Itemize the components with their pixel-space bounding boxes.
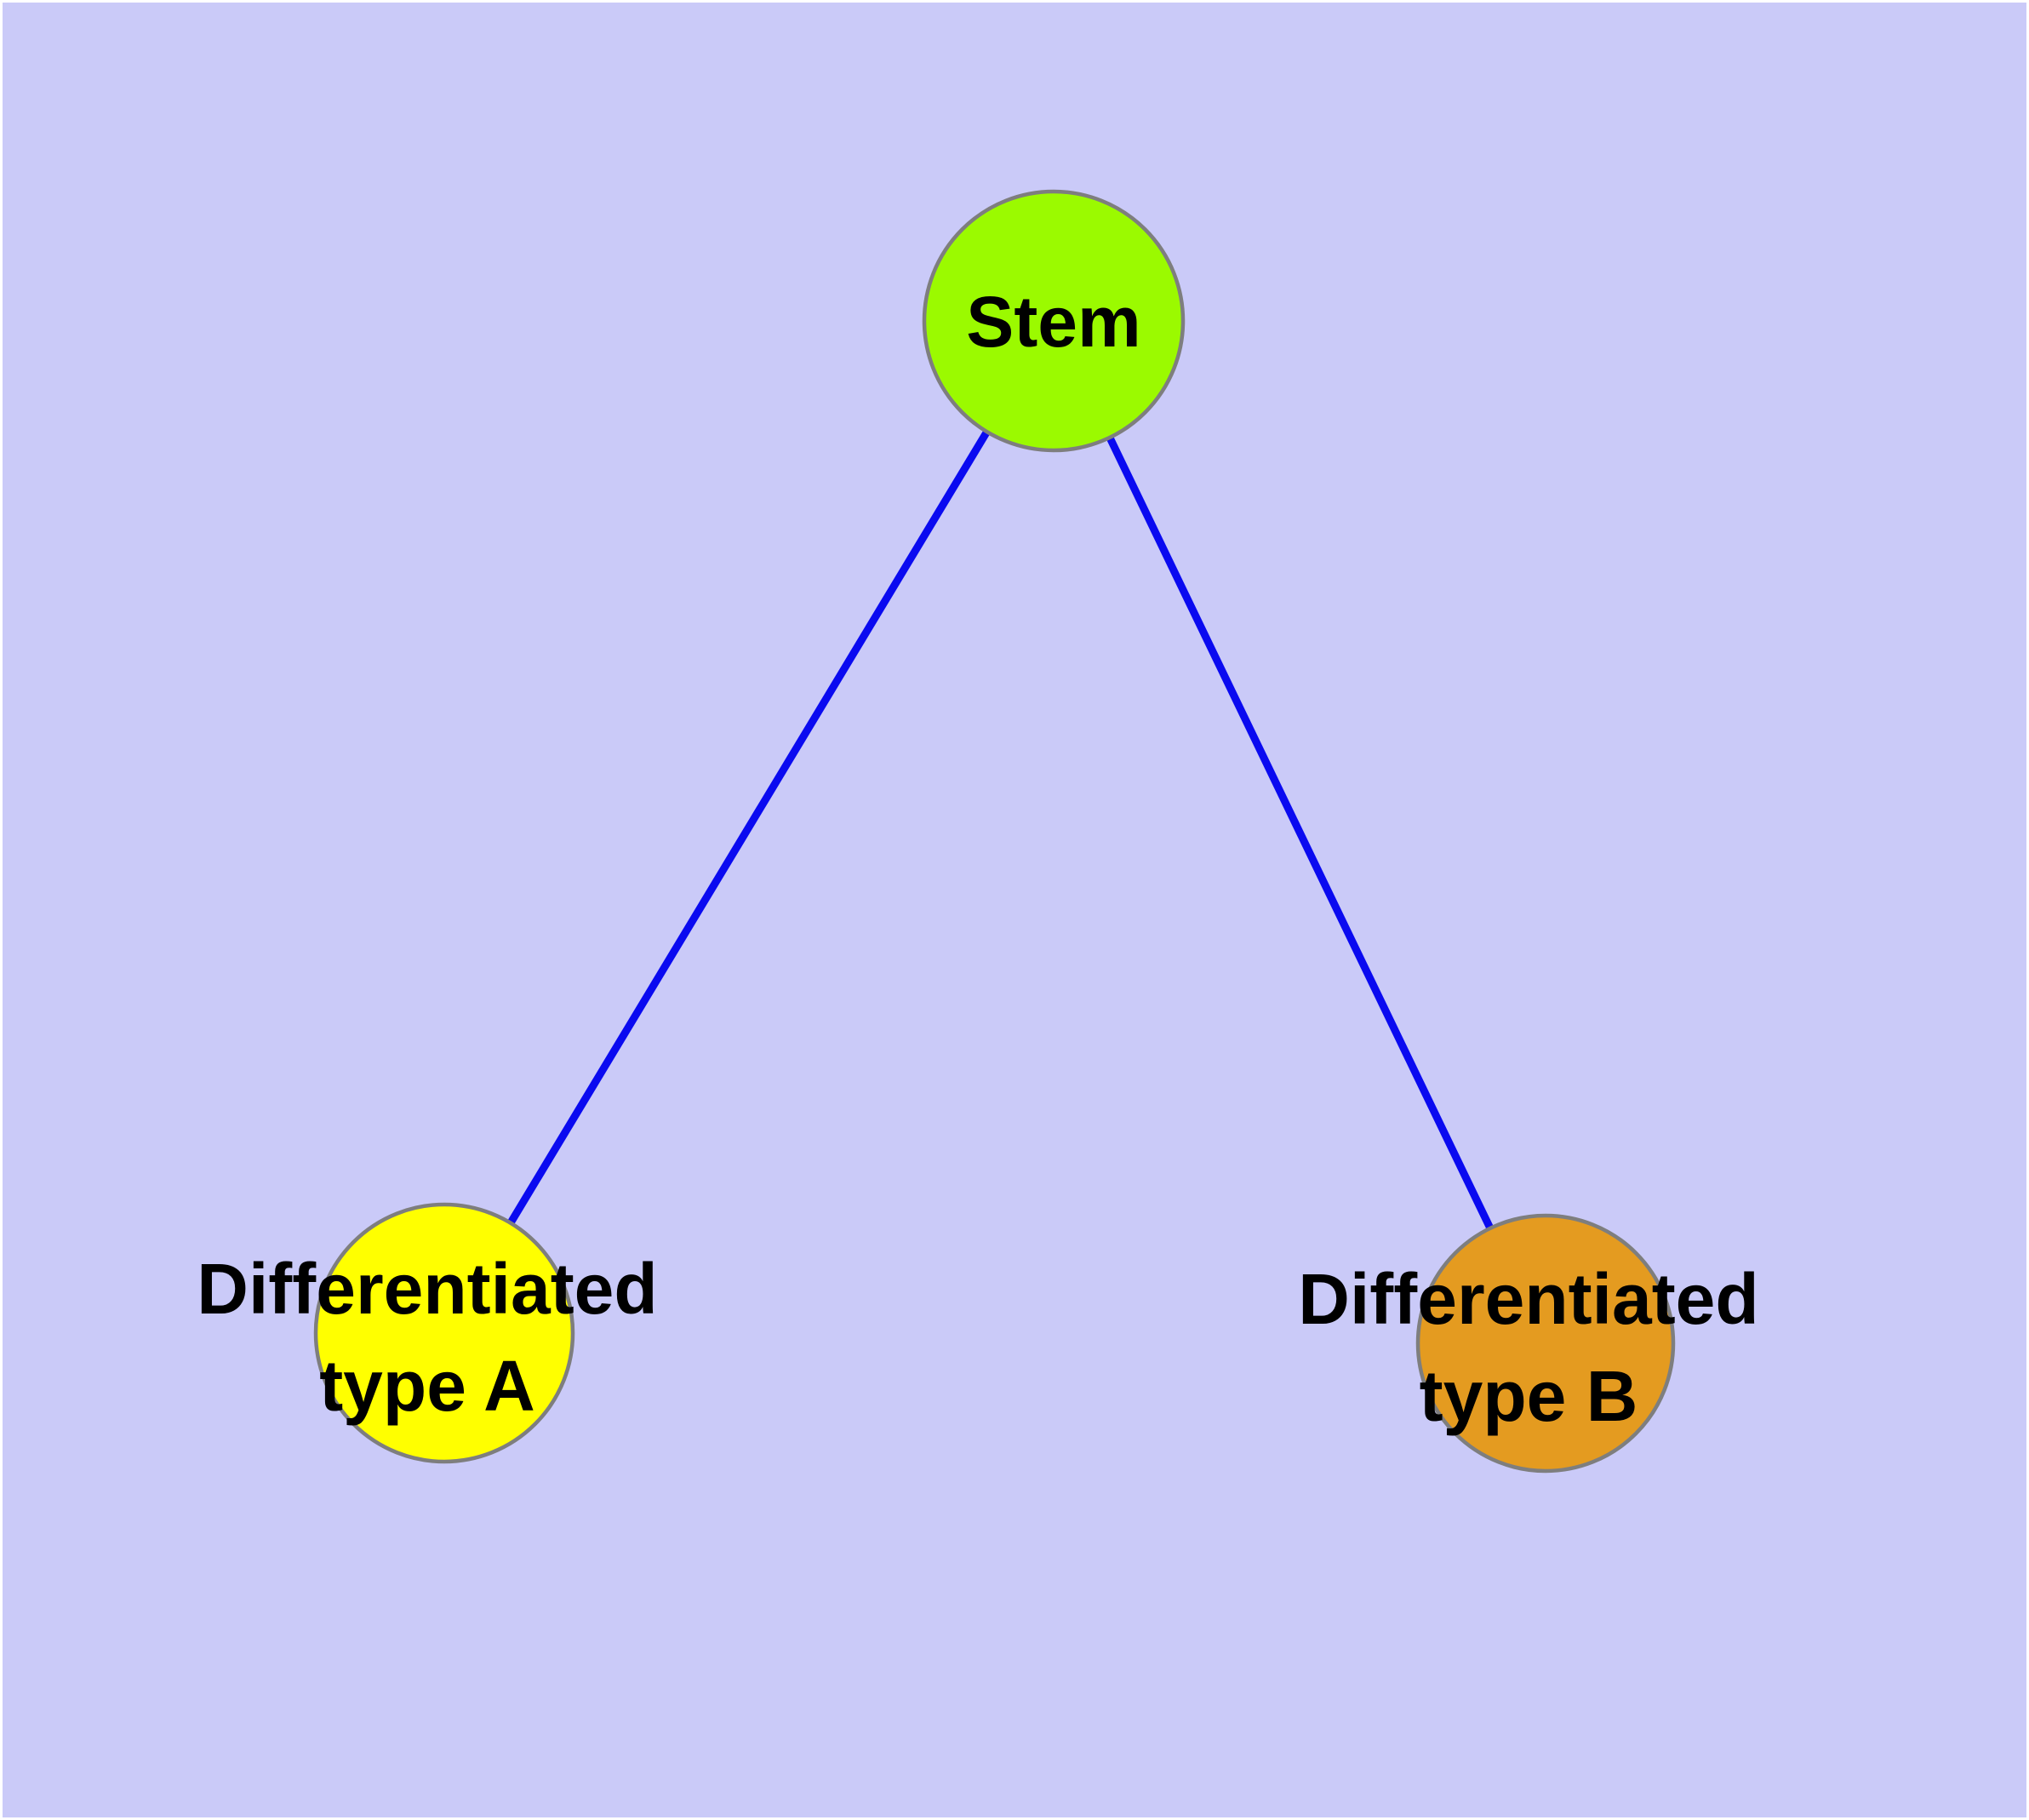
node-stem[interactable]	[922, 189, 1186, 453]
node-type-a-label-line2: type A	[319, 1346, 535, 1426]
node-stem-label: Stem	[966, 282, 1140, 362]
node-type-b-label-line1: Differentiated	[1298, 1259, 1758, 1339]
node-type-a[interactable]	[313, 1202, 575, 1464]
node-type-b[interactable]	[1415, 1213, 1676, 1474]
edge-stem-to-type-b	[1049, 319, 1550, 1345]
edge-stem-to-type-a	[441, 318, 1057, 1336]
node-type-b-label-line2: type B	[1420, 1356, 1638, 1436]
node-type-a-label-line1: Differentiated	[197, 1249, 657, 1329]
